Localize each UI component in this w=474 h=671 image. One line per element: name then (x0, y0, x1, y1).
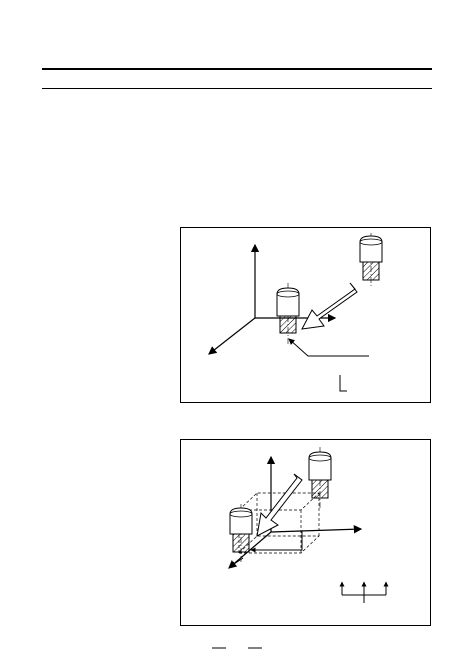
tool-at-origin (276, 283, 300, 344)
tool-start-position (359, 233, 383, 288)
path-x (250, 531, 303, 553)
legend-arrows (339, 581, 389, 603)
corner-mark (339, 375, 347, 392)
approach-arrow (301, 282, 358, 330)
offset-arrow (230, 557, 244, 567)
figure-2-diagram (228, 447, 389, 603)
tool-start-position (308, 447, 332, 510)
header-rule-bottom (42, 88, 432, 89)
move-arrow (256, 473, 303, 537)
y-axis (208, 317, 256, 355)
figure-2-frame (180, 439, 431, 626)
leader-line (288, 338, 369, 357)
page-footer-marks (212, 647, 262, 649)
figure-1-frame (180, 227, 431, 403)
header-rule-top (42, 68, 432, 70)
figure-1-diagram (208, 233, 383, 392)
axes-group (208, 243, 337, 355)
tool-end-position (229, 504, 253, 562)
x-axis (270, 525, 363, 534)
